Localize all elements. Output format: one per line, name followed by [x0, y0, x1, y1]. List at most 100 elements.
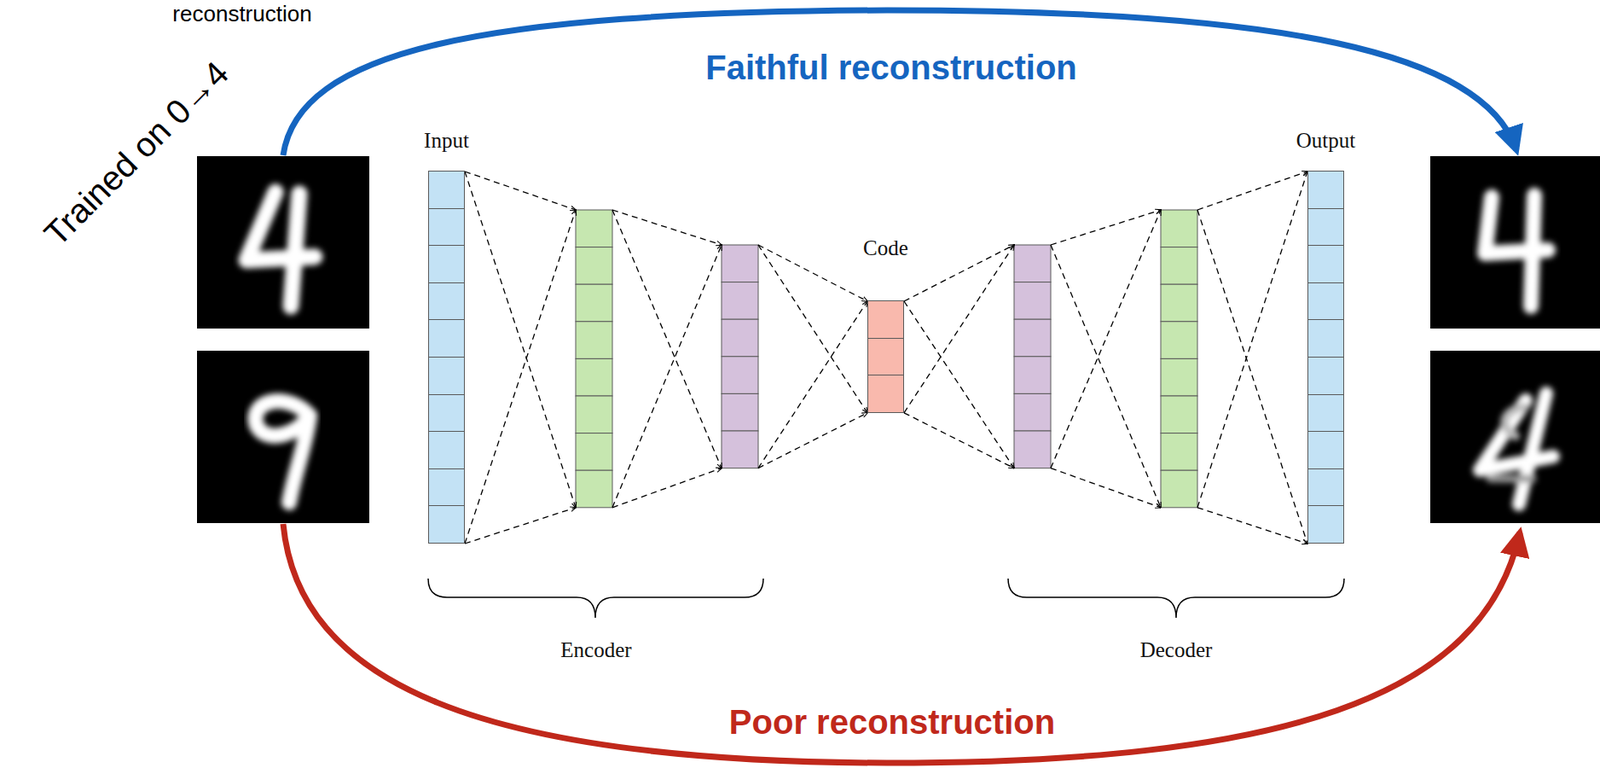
layer-cell: [721, 318, 759, 357]
weight-link: [612, 209, 722, 469]
layer-cell: [428, 282, 465, 321]
weight-link: [1197, 171, 1308, 210]
layer-cell: [1307, 244, 1345, 284]
weight-link: [1050, 209, 1161, 245]
hidden-layer: [575, 209, 613, 508]
layer-cell: [575, 321, 613, 360]
layer-cell: [1307, 468, 1345, 507]
layer-cell: [721, 430, 759, 469]
encoder-brace: [428, 578, 764, 618]
hidden-layer: [1160, 209, 1198, 508]
weight-link: [464, 507, 576, 544]
layer-cell: [721, 393, 759, 431]
cut-caption: reconstruction: [172, 0, 312, 28]
weight-link: [1197, 209, 1308, 544]
layer-cell: [1014, 356, 1051, 395]
weight-link: [1050, 244, 1161, 508]
weight-link: [758, 244, 868, 413]
weight-link: [464, 171, 576, 508]
layer-cell: [575, 469, 613, 508]
digit-image: [1430, 156, 1600, 329]
poor-arrow: [283, 523, 1520, 763]
poor-label: Poor reconstruction: [729, 702, 1056, 742]
layer-cell: [1160, 209, 1198, 248]
layer-cell: [428, 244, 465, 284]
layer-cell: [721, 356, 759, 395]
layer-cell: [1014, 393, 1051, 431]
weight-link: [464, 171, 576, 210]
weight-link: [758, 412, 868, 469]
encoder-label: Encoder: [560, 637, 632, 662]
layer-cell: [428, 356, 465, 395]
layer-cell: [428, 208, 465, 247]
weight-link: [904, 244, 1015, 302]
layer-cell: [1307, 356, 1345, 395]
layer-cell: [721, 244, 759, 283]
hidden-layer: [721, 244, 759, 469]
layer-column: Input: [428, 171, 465, 544]
digit-image: [1430, 350, 1600, 523]
layer-cell: [1014, 318, 1051, 357]
decoder-brace: [1008, 578, 1345, 618]
layer-cell: [867, 300, 905, 339]
layer-cell: [428, 504, 465, 544]
layer-column: Output: [1307, 171, 1345, 544]
layer-cell: [428, 468, 465, 507]
weight-link: [1050, 468, 1161, 508]
layer-cell: [1160, 433, 1198, 471]
weight-link: [904, 244, 1015, 413]
layer-cell: [1160, 321, 1198, 360]
layer-cell: [1160, 358, 1198, 396]
layer-cell: [1160, 395, 1198, 434]
layer-cell: [1160, 284, 1198, 322]
weight-link: [464, 209, 576, 544]
layer-cell: [721, 282, 759, 320]
digit-image: [197, 350, 370, 523]
layer-cell: [867, 374, 905, 413]
weight-link: [758, 244, 868, 302]
layer-cell: [575, 358, 613, 396]
weight-link: [1197, 171, 1308, 508]
digit-image: [197, 156, 370, 329]
weight-link: [904, 301, 1015, 469]
layer-cell: [1307, 430, 1345, 470]
layer-cell: [1307, 504, 1345, 544]
hidden-layer: [1014, 244, 1051, 469]
layer-heading: Output: [1296, 128, 1356, 153]
weight-link: [612, 468, 722, 508]
layer-cell: [1014, 282, 1051, 320]
layer-cell: [1307, 282, 1345, 321]
weight-link: [1050, 209, 1161, 469]
layer-cell: [867, 337, 905, 377]
layer-cell: [1160, 247, 1198, 285]
layer-cell: [1014, 244, 1051, 283]
layer-cell: [428, 430, 465, 470]
faithful-arrow: [283, 10, 1517, 156]
faithful-label: Faithful reconstruction: [705, 48, 1078, 87]
layer-cell: [575, 433, 613, 471]
layer-cell: [575, 395, 613, 434]
weight-link: [612, 244, 722, 508]
layer-cell: [1307, 208, 1345, 247]
layer-cell: [1160, 469, 1198, 508]
layer-cell: [1014, 430, 1051, 469]
layer-cell: [1307, 170, 1345, 209]
layer-heading: Code: [863, 236, 909, 261]
weight-link: [904, 412, 1015, 469]
layer-cell: [1307, 394, 1345, 433]
layer-cell: [575, 209, 613, 248]
weight-link: [758, 301, 868, 469]
layer-cell: [575, 247, 613, 285]
layer-cell: [428, 394, 465, 433]
layer-column: Code: [867, 301, 905, 413]
layer-cell: [428, 318, 465, 358]
weight-link: [1197, 507, 1308, 544]
decoder-label: Decoder: [1140, 637, 1213, 662]
layer-cell: [428, 170, 465, 209]
weight-link: [612, 209, 722, 245]
layer-heading: Input: [423, 128, 470, 153]
layer-cell: [1307, 318, 1345, 358]
layer-cell: [575, 284, 613, 322]
